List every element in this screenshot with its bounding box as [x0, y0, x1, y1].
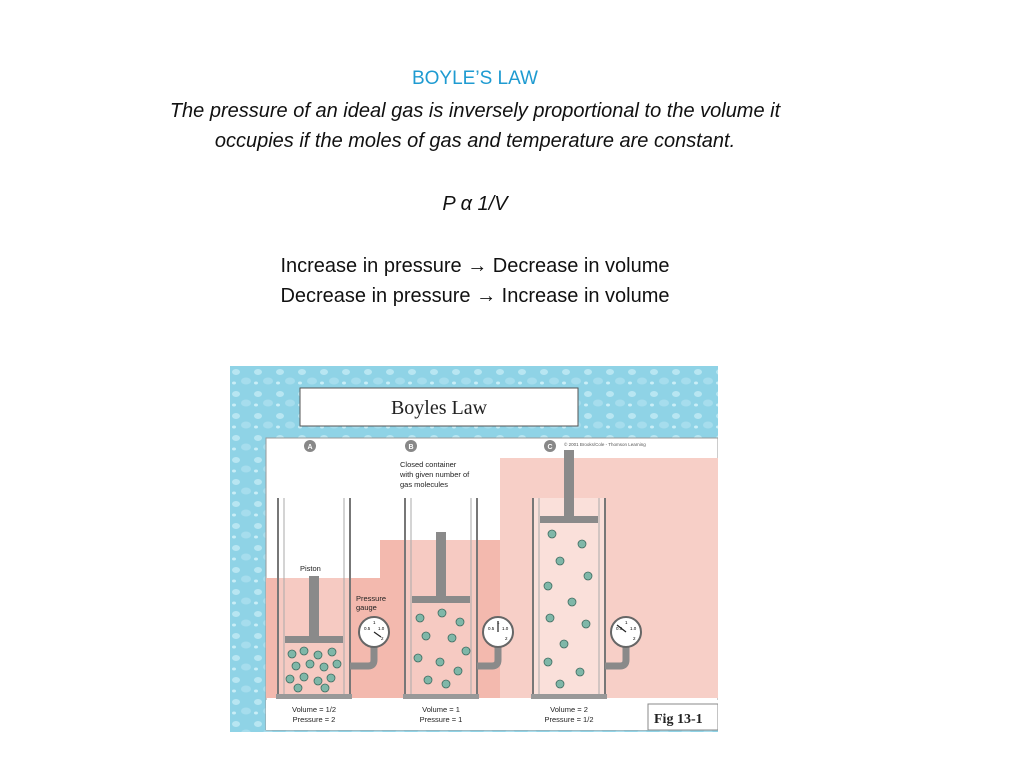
copyright-note: © 2001 Brooks/Cole - Thomson Learning — [564, 441, 646, 447]
panel-c-pressure: Pressure = 1/2 — [545, 715, 594, 724]
panel-a-marker: A — [304, 440, 316, 452]
piston-rod — [436, 532, 446, 598]
boyles-law-figure: Boyles Law A B C © 2001 Brooks/Cole - Th… — [230, 366, 718, 732]
gauge-tick: 2 — [505, 636, 508, 641]
panel-c-volume: Volume = 2 — [550, 705, 588, 714]
cylinder-a — [276, 498, 352, 699]
gauge-tick: 0.5 — [364, 626, 371, 631]
gauge-tick: 1.0 — [630, 626, 637, 631]
panel-b-pressure: Pressure = 1 — [420, 715, 463, 724]
panel-a-volume: Volume = 1/2 — [292, 705, 336, 714]
panel-c-letter: C — [547, 444, 552, 451]
callout-line-3: gas molecules — [400, 480, 448, 489]
gauge-tick: 0.5 — [488, 626, 495, 631]
relation-decrease: Decrease in pressure → Increase in volum… — [0, 281, 950, 311]
panel-b-volume: Volume = 1 — [422, 705, 460, 714]
piston-head — [285, 636, 343, 643]
figure-title-box — [299, 387, 579, 427]
gauge-tick: 1 — [373, 620, 376, 625]
relation-left: Decrease in pressure — [280, 285, 471, 307]
pressure-gauge-a: 0.5 1.0 1 2 — [358, 616, 390, 648]
piston-rod — [564, 450, 574, 518]
gauge-tick: 2 — [381, 636, 384, 641]
callout-line-1: Closed container — [400, 460, 457, 469]
piston-label: Piston — [300, 564, 321, 573]
callout-text: Closed container with given number of ga… — [399, 460, 471, 489]
gauge-pipe — [605, 646, 630, 670]
panel-b-marker: B — [405, 440, 417, 452]
relation-left: Increase in pressure — [280, 255, 462, 277]
gas-molecules — [543, 529, 593, 689]
cylinder-c — [531, 450, 607, 699]
gauge-tick: 1.0 — [378, 626, 385, 631]
panel-c-marker: C — [544, 440, 556, 452]
relation-right: Increase in volume — [501, 285, 670, 307]
pressure-gauge-b: 0.5 1.0 1 2 — [482, 616, 514, 648]
fig-label-box — [647, 703, 718, 731]
pressure-gauge-c: 0.5 1.0 1 2 — [610, 616, 642, 648]
page-title: BOYLE’S LAW — [411, 68, 538, 89]
definition-line-1: The pressure of an ideal gas is inversel… — [169, 100, 781, 122]
panel-b-letter: B — [408, 444, 413, 451]
piston-head — [540, 516, 598, 523]
gauge-label-line-2: gauge — [356, 603, 377, 612]
gauge-tick: 1.0 — [502, 626, 509, 631]
gauge-label: Pressure gauge — [356, 594, 388, 612]
fig-label: Fig 13-1 — [654, 712, 703, 727]
gauge-tick: 1 — [625, 620, 628, 625]
panel-a-letter: A — [307, 444, 312, 451]
definition-line-2: occupies if the moles of gas and tempera… — [214, 130, 736, 152]
cylinder-b — [403, 498, 479, 699]
piston-head — [412, 596, 470, 603]
gauge-pipe — [477, 646, 502, 670]
arrow-icon: → — [467, 255, 488, 277]
gauge-tick: 0.5 — [616, 626, 623, 631]
arrow-icon: → — [476, 285, 497, 307]
gas-molecules — [285, 646, 342, 693]
callout-line-2: with given number of — [399, 470, 470, 479]
panel-a-pressure: Pressure = 2 — [293, 715, 336, 724]
figure-title: Boyles Law — [391, 397, 488, 419]
piston-rod — [309, 576, 319, 638]
formula: P α 1/V — [442, 193, 508, 215]
relation-right: Decrease in volume — [492, 255, 670, 277]
label-strip — [266, 700, 718, 730]
relation-increase: Increase in pressure → Decrease in volum… — [0, 251, 950, 281]
gauge-pipe — [350, 646, 378, 670]
gauge-label-line-1: Pressure — [356, 594, 386, 603]
gas-molecules — [413, 608, 471, 689]
gauge-tick: 2 — [633, 636, 636, 641]
